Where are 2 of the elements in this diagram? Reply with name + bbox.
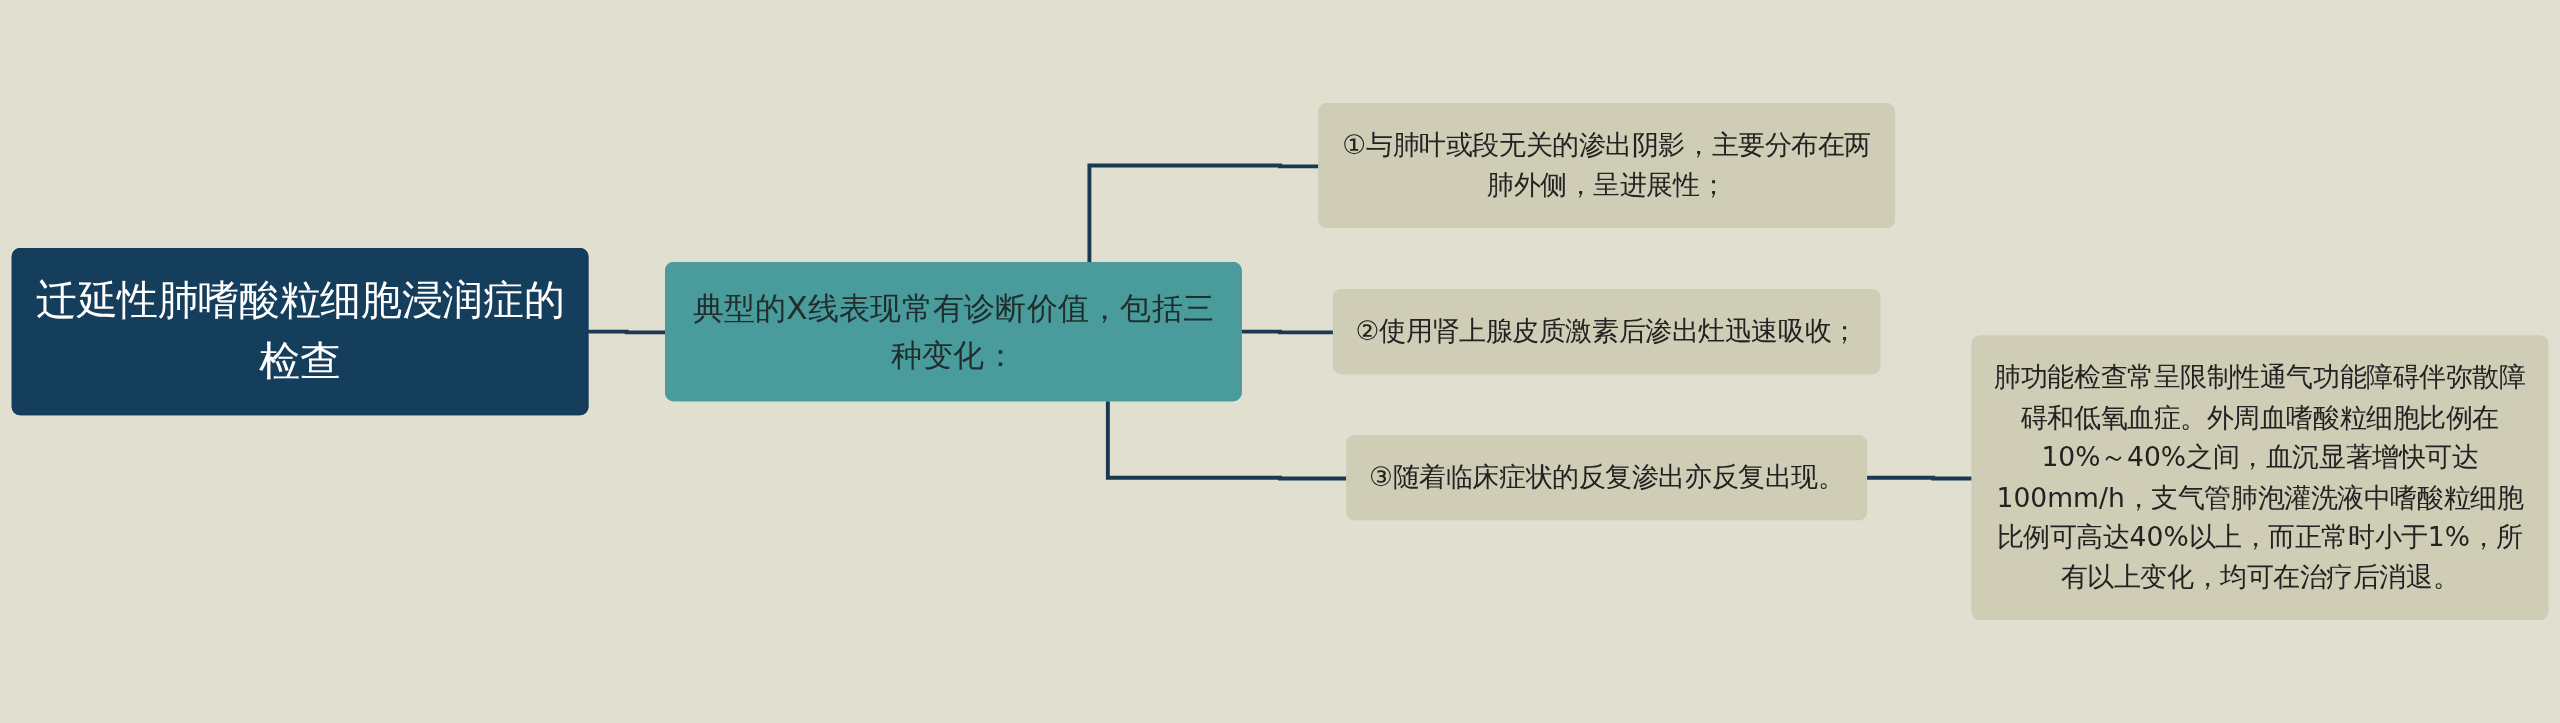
connector [1087,163,1320,264]
connector [1105,401,1348,481]
